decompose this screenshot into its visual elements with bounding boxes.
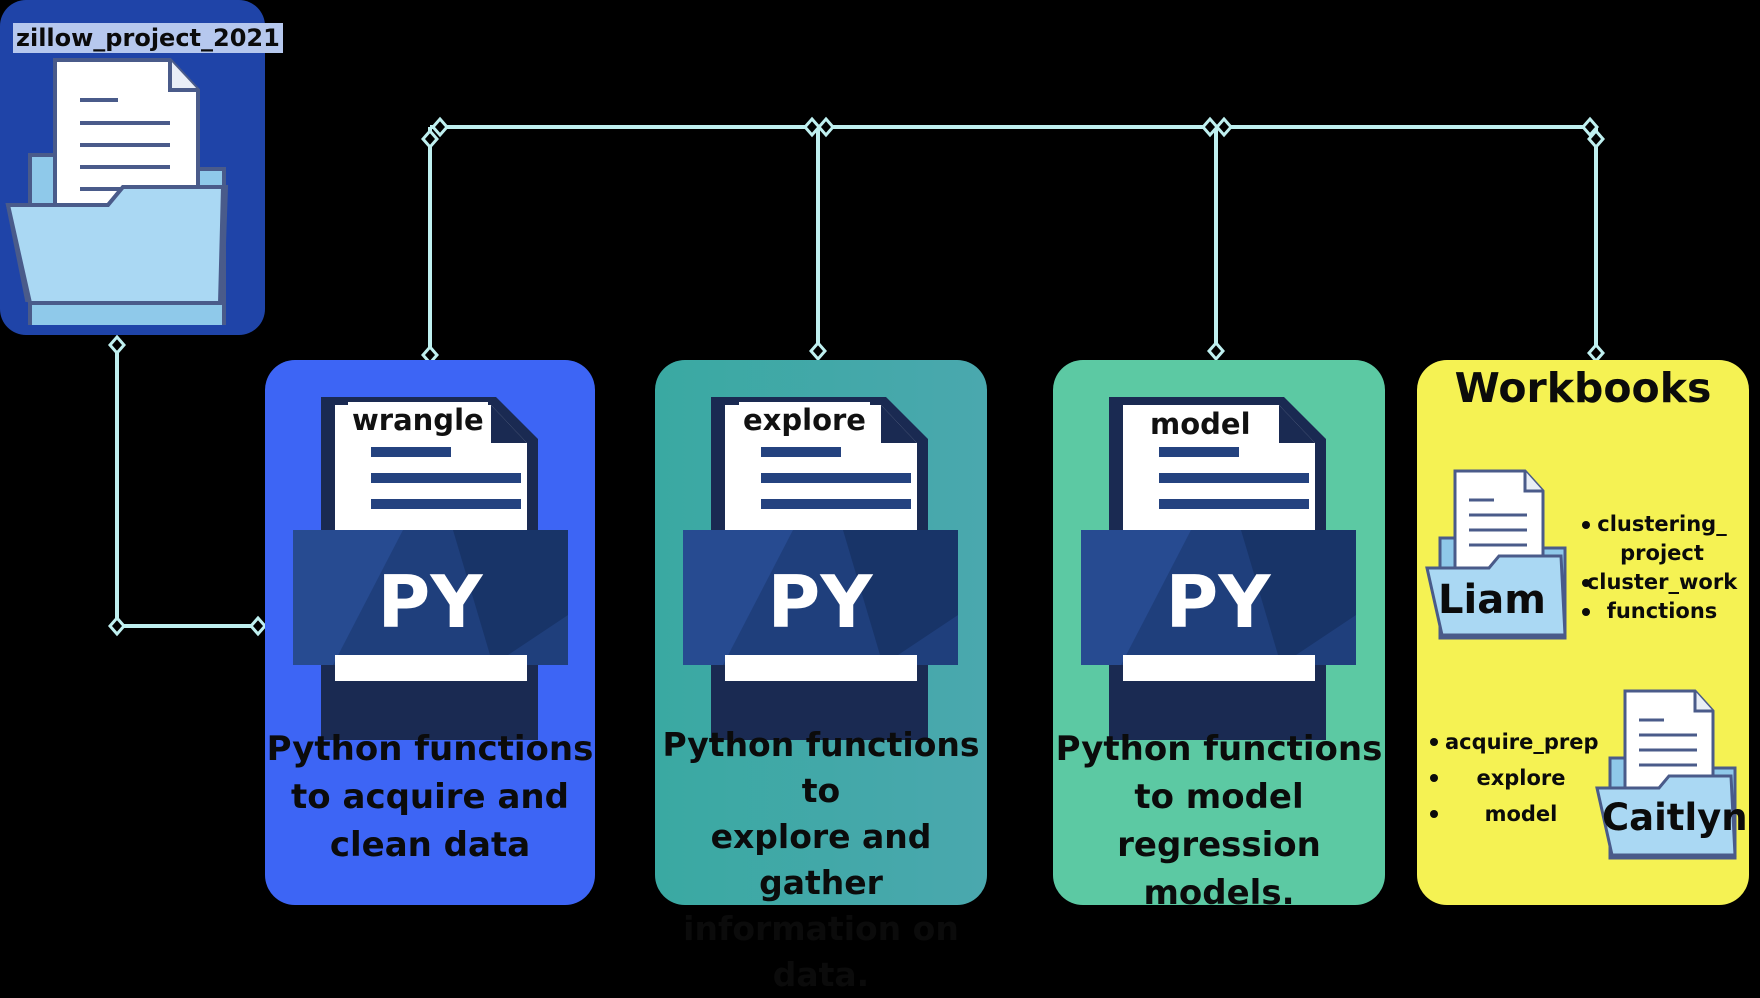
workbooks-title: Workbooks bbox=[1454, 364, 1712, 412]
connector-lines bbox=[108, 116, 1605, 637]
python-file-icon: PY bbox=[293, 397, 568, 740]
liam-workbook-list: clustering_ project cluster_work functio… bbox=[1578, 510, 1746, 626]
list-item: project bbox=[1620, 541, 1704, 565]
wrangle-description: Python functions to acquire and clean da… bbox=[266, 729, 594, 865]
folder-document-icon bbox=[5, 58, 229, 325]
person-name-liam: Liam bbox=[1438, 577, 1546, 623]
model-file-label: model bbox=[1146, 406, 1255, 442]
py-label: PY bbox=[378, 560, 484, 644]
wrangle-file-label: wrangle bbox=[348, 402, 488, 438]
model-description: Python functions to model regression mod… bbox=[1055, 729, 1383, 913]
list-item: explore bbox=[1425, 760, 1597, 796]
person-name-caitlyn: Caitlyn bbox=[1602, 796, 1748, 839]
caitlyn-workbook-list: acquire_prep explore model bbox=[1425, 724, 1599, 832]
project-title: zillow_project_2021 bbox=[13, 23, 283, 53]
py-label: PY bbox=[768, 560, 874, 644]
list-item: functions bbox=[1578, 597, 1746, 626]
py-label: PY bbox=[1166, 560, 1272, 644]
python-file-icon: PY bbox=[1081, 397, 1356, 740]
folder-document-icon bbox=[1425, 469, 1567, 640]
connector-diamonds bbox=[108, 116, 1605, 637]
explore-description: Python functions to explore and gather i… bbox=[662, 725, 980, 994]
python-file-icon: PY bbox=[683, 397, 958, 740]
list-item: acquire_prep bbox=[1425, 724, 1599, 760]
list-item: clustering_ bbox=[1578, 510, 1746, 539]
folder-document-icon bbox=[1595, 689, 1737, 860]
list-item: cluster_work bbox=[1578, 568, 1746, 597]
list-item: model bbox=[1425, 796, 1597, 832]
explore-file-label: explore bbox=[739, 402, 870, 438]
